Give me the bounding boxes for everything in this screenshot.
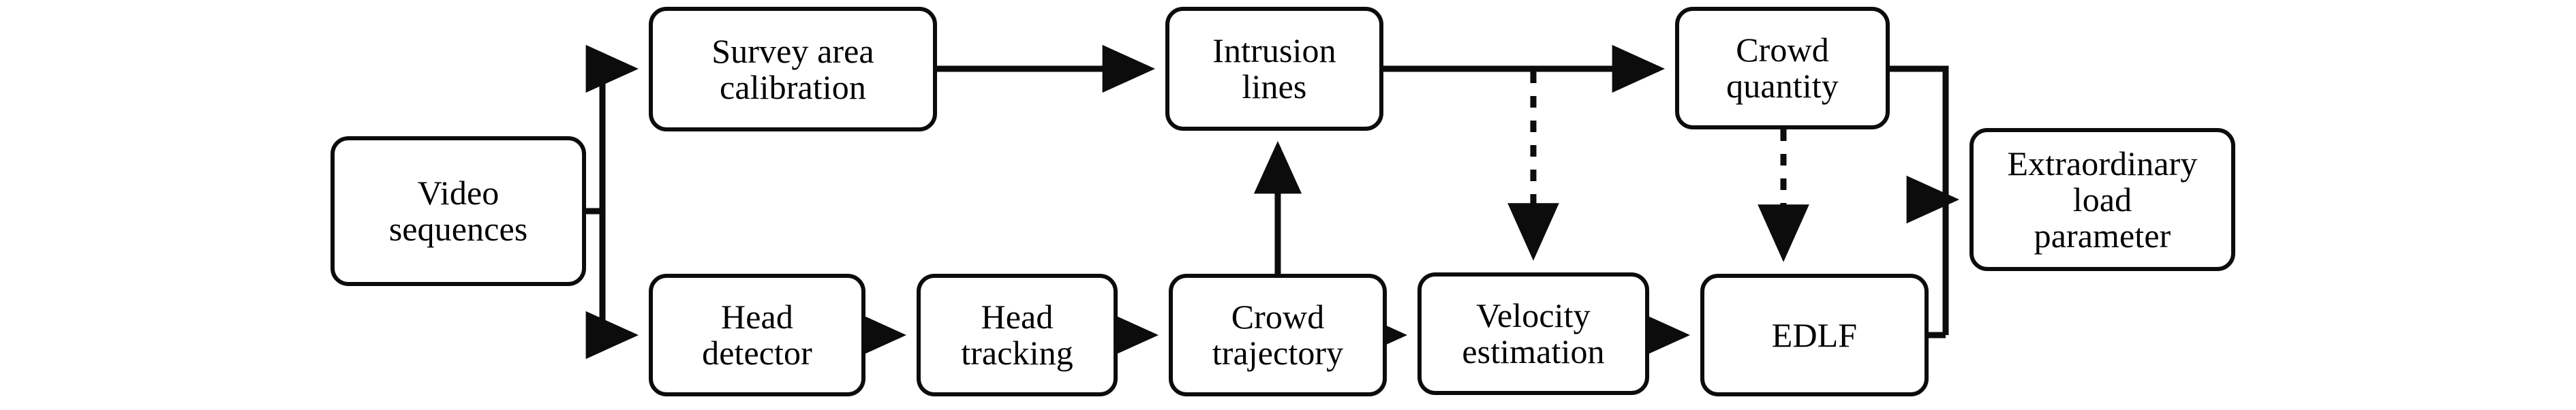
node-label: Intrusion lines [1212, 31, 1336, 106]
node-label: Crowd quantity [1726, 31, 1839, 105]
node-edlf[interactable]: EDLF [1700, 274, 1929, 396]
node-extraordinary-load-parameter[interactable]: Extraordinary load parameter [1969, 128, 2235, 271]
node-head-tracking[interactable]: Head tracking [917, 274, 1118, 396]
node-label: Video sequences [388, 174, 528, 248]
node-intrusion-lines[interactable]: Intrusion lines [1165, 7, 1383, 131]
node-crowd-quantity[interactable]: Crowd quantity [1675, 7, 1890, 129]
node-label: Crowd trajectory [1212, 298, 1344, 372]
node-label: Extraordinary load parameter [2007, 144, 2198, 255]
node-velocity-estimation[interactable]: Velocity estimation [1417, 272, 1649, 395]
node-label: Head tracking [961, 298, 1073, 372]
node-crowd-trajectory[interactable]: Crowd trajectory [1169, 274, 1387, 396]
node-label: Survey area calibration [711, 31, 874, 106]
edge-quantity-merge [1890, 65, 1949, 335]
node-video-sequences[interactable]: Video sequences [331, 136, 586, 286]
node-head-detector[interactable]: Head detector [649, 274, 865, 396]
node-label: EDLF [1771, 315, 1858, 354]
node-survey-area-calibration[interactable]: Survey area calibration [649, 7, 937, 131]
node-label: Velocity estimation [1462, 296, 1605, 370]
node-label: Head detector [702, 298, 812, 372]
